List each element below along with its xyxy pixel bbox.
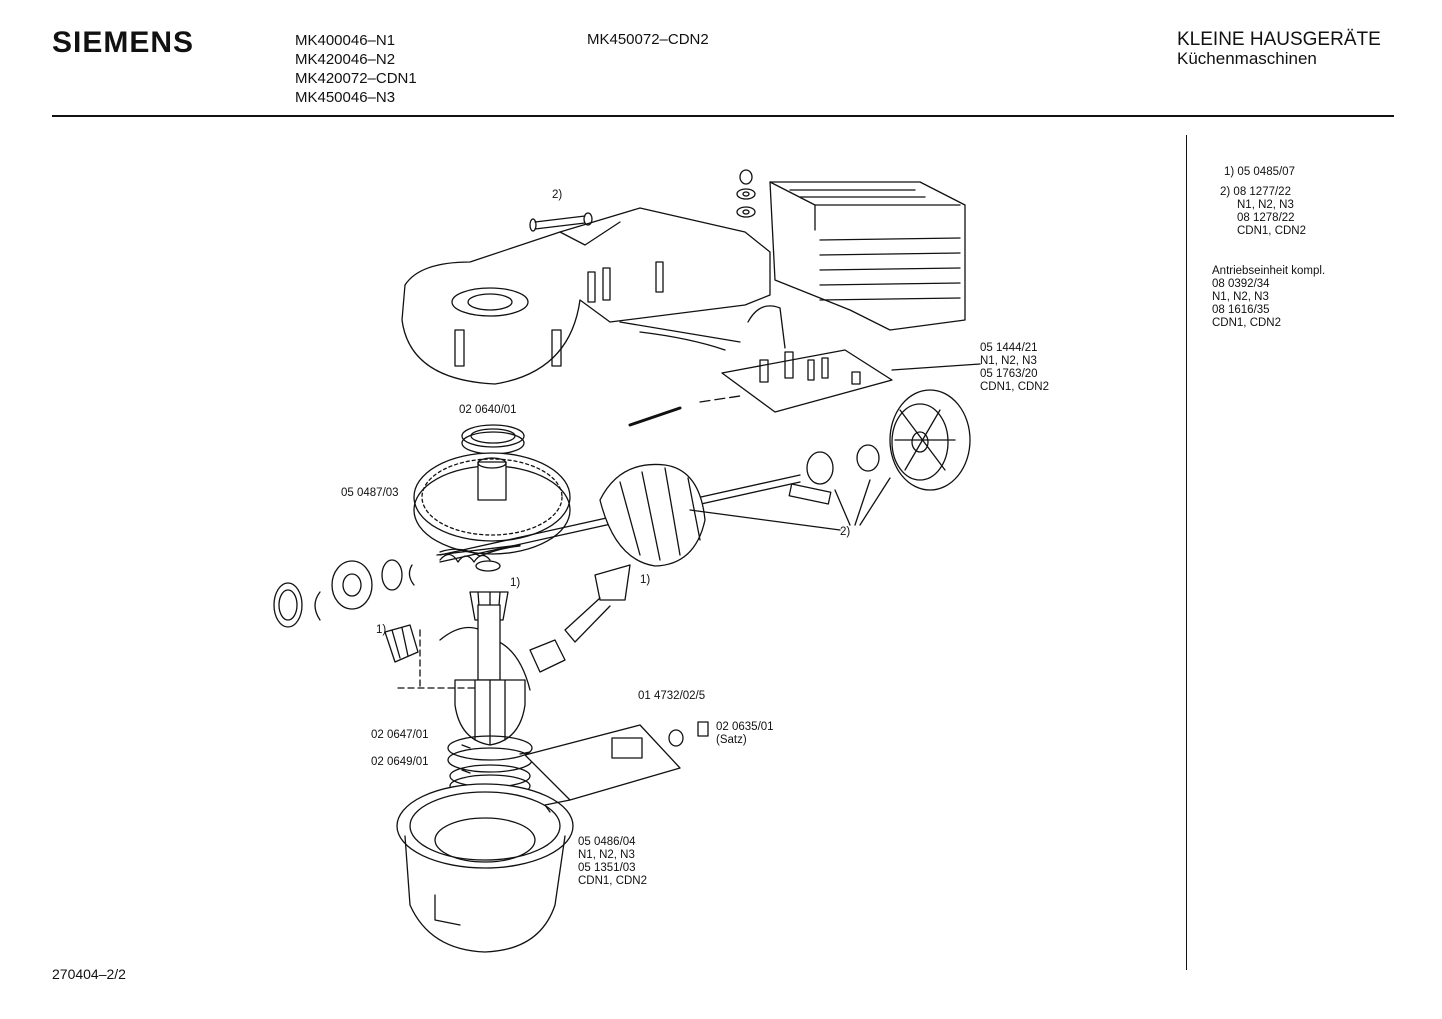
category-title: KLEINE HAUSGERÄTE [1177,29,1381,50]
pcb-part-number: 05 1444/21 N1, N2, N3 05 1763/20 CDN1, C… [980,342,1049,394]
worm-gear-wheel [413,452,571,555]
category-subtitle: Küchenmaschinen [1177,49,1317,68]
model-number-extra: MK450072–CDN2 [587,31,709,48]
worm-screw [436,544,521,563]
callout-line: CDN1, CDN2 [578,875,648,887]
screw-part [529,212,593,232]
callout-line: 02 0635/01 [716,721,774,733]
cooling-fan [889,389,971,491]
note-line: CDN1, CDN2 [1212,317,1282,329]
note-line: 2) 08 1277/22 [1220,186,1291,198]
document-code: 270404–2/2 [52,966,126,982]
note-line: 08 1616/35 [1212,304,1270,316]
callout-line: (Satz) [716,734,747,746]
stator-part-number: 05 0486/04 N1, N2, N3 05 1351/03 CDN1, C… [578,836,647,888]
drive-unit-note: Antriebseinheit kompl. 08 0392/34 N1, N2… [1212,265,1325,330]
note-line: N1, N2, N3 [1212,291,1269,303]
model-number: MK420046–N2 [295,51,396,68]
callout-line: CDN1, CDN2 [980,381,1050,393]
footnote-1: 1) 05 0485/07 [1224,166,1295,178]
bevel-gear-shaft [529,564,631,673]
callout-ref1: 1) [640,574,651,586]
stator-housing [396,783,574,953]
heat-sink [769,181,966,331]
callout-ref1: 1) [510,577,521,589]
note-title: Antriebseinheit kompl. [1212,265,1326,277]
pinion-gear [384,624,419,663]
brand-logo: SIEMENS [52,26,195,59]
ring-part-number: 02 0647/01 [371,729,429,741]
brush-holder-plate [524,721,709,813]
bearing-ring [461,424,525,455]
header-divider [52,115,1394,117]
circuit-board [628,305,981,427]
sleeve-bearing [788,444,880,505]
callout-line: N1, N2, N3 [980,355,1037,367]
gear-part-number: 05 0487/03 [341,487,399,499]
callout-line: 05 0486/04 [578,836,636,848]
callout-ref2-shaft: 2) [840,526,851,538]
brush-holder-part-number: 01 4732/02/5 [638,690,706,702]
motor-housing [401,207,771,385]
model-number: MK450046–N3 [295,89,396,106]
notes-divider [1186,135,1187,970]
armature-rotor [439,463,801,572]
note-line: CDN1, CDN2 [1237,225,1307,237]
callout-line: 05 1763/20 [980,368,1038,380]
ring-part-number: 02 0649/01 [371,756,429,768]
note-line: N1, N2, N3 [1237,199,1294,211]
callout-line: 05 1351/03 [578,862,636,874]
callout-line: N1, N2, N3 [578,849,635,861]
gear-drive-unit [397,604,531,746]
note-line: 08 0392/34 [1212,278,1270,290]
callout-line: 05 1444/21 [980,342,1038,354]
callout-ref2-screw: 2) [552,189,563,201]
footnote-2: 2) 08 1277/22 N1, N2, N3 08 1278/22 CDN1… [1220,186,1306,238]
bearing-assembly-left [273,559,415,628]
model-number: MK420072–CDN1 [295,70,417,87]
brushes-part-number: 02 0635/01 (Satz) [716,721,774,747]
bearing-part-number: 02 0640/01 [459,404,517,416]
callout-ref1: 1) [376,624,387,636]
exploded-parts-drawing [273,169,981,953]
note-line: 08 1278/22 [1237,212,1295,224]
washer-stack [736,169,756,218]
model-number: MK400046–N1 [295,32,396,49]
model-list: MK400046–N1 MK420046–N2 MK420072–CDN1 MK… [295,31,417,107]
